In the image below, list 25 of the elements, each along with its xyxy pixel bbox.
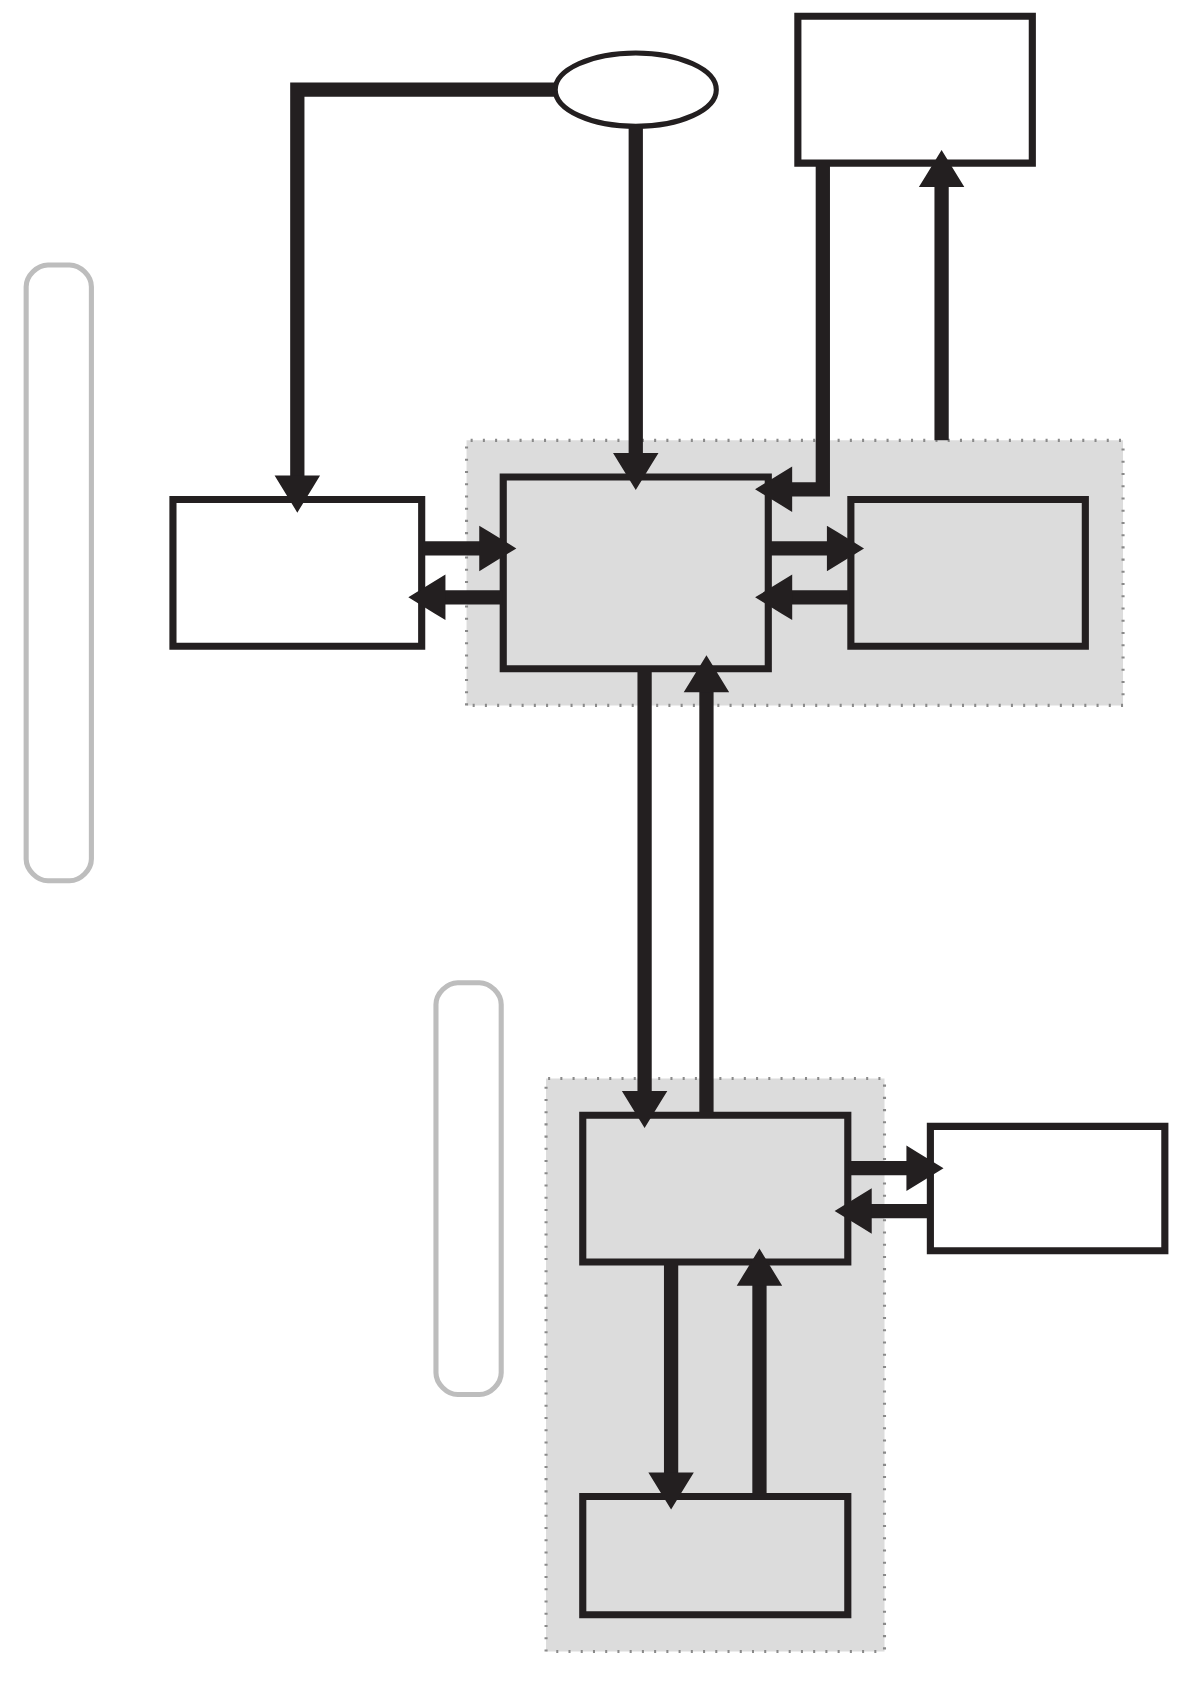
node-box bbox=[168, 495, 425, 650]
arrow bbox=[736, 1248, 782, 1496]
node-box bbox=[926, 1122, 1168, 1255]
arrow bbox=[274, 82, 555, 513]
node-box bbox=[793, 12, 1036, 167]
node-box bbox=[499, 473, 772, 673]
cluster bbox=[544, 1076, 886, 1653]
arrow bbox=[407, 574, 503, 621]
node-bar bbox=[432, 980, 504, 1398]
arrow bbox=[754, 163, 830, 512]
arrow bbox=[918, 149, 964, 441]
node-bar bbox=[23, 262, 94, 884]
arrow bbox=[768, 525, 864, 572]
node-box bbox=[846, 495, 1089, 650]
arrow bbox=[754, 574, 850, 621]
arrow bbox=[612, 126, 658, 490]
arrow bbox=[621, 669, 667, 1128]
node-box bbox=[578, 1492, 851, 1619]
arrow bbox=[683, 655, 729, 1115]
cluster bbox=[464, 438, 1125, 707]
arrow bbox=[834, 1188, 929, 1234]
arrow bbox=[647, 1262, 694, 1510]
node-ellipse bbox=[552, 50, 719, 129]
arrow bbox=[848, 1145, 944, 1191]
node-box bbox=[578, 1111, 851, 1266]
